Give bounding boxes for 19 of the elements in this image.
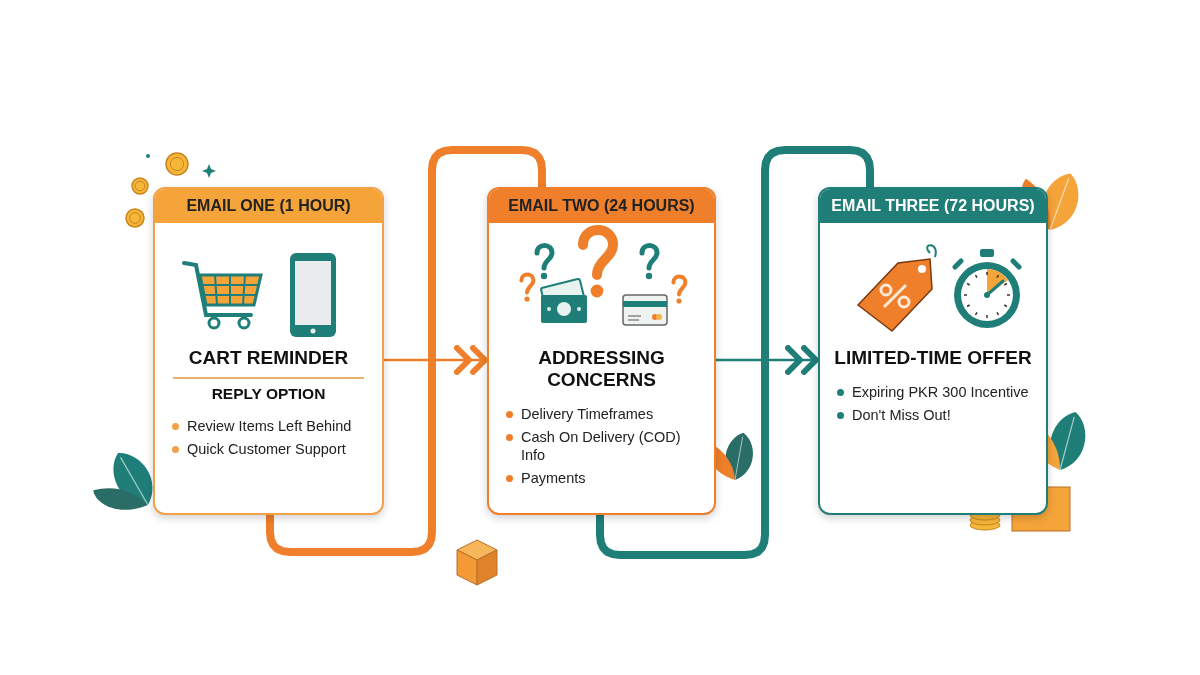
bullet-item: Cash On Delivery (COD) Info bbox=[489, 428, 714, 464]
bullet-item: Quick Customer Support bbox=[155, 439, 382, 458]
card-subtitle: REPLY OPTION bbox=[210, 384, 327, 403]
bullet-item: Delivery Timeframes bbox=[489, 405, 714, 423]
bullet-item: Review Items Left Behind bbox=[155, 416, 382, 435]
connector-line bbox=[266, 146, 546, 556]
card-title: ADDRESSING CONCERNS bbox=[537, 347, 666, 391]
card-header: EMAIL THREE (72 HOURS) bbox=[820, 189, 1046, 223]
step-card bbox=[153, 187, 384, 515]
connector-line bbox=[596, 146, 874, 559]
bullet-item: Expiring PKR 300 Incentive bbox=[820, 383, 1046, 401]
card-header: EMAIL ONE (1 HOUR) bbox=[155, 189, 382, 223]
card-title: LIMITED-TIME OFFER bbox=[834, 347, 1032, 369]
step-card bbox=[818, 187, 1048, 515]
card-header: EMAIL TWO (24 HOURS) bbox=[489, 189, 714, 223]
bullet-item: Don't Miss Out! bbox=[820, 406, 1046, 424]
step-card bbox=[487, 187, 716, 515]
bullet-item: Payments bbox=[489, 469, 714, 487]
card-title: CART REMINDER bbox=[187, 347, 350, 369]
